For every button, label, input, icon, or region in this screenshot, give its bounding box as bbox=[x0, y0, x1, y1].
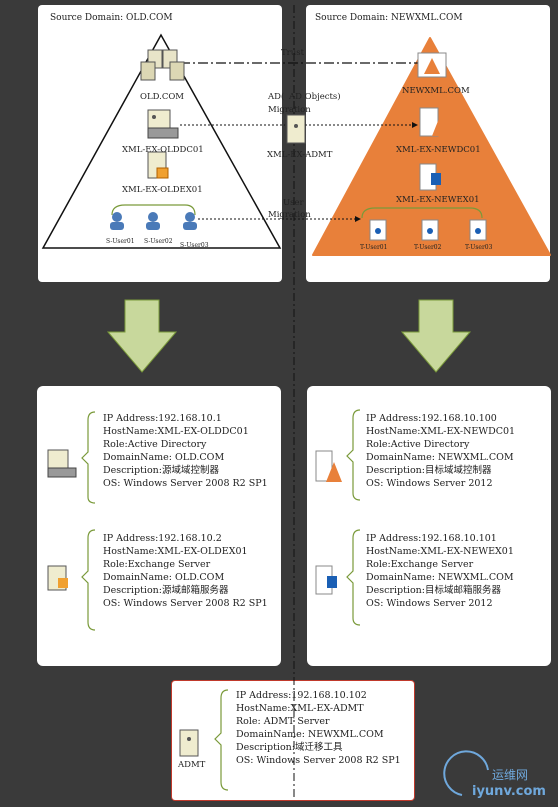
new-dc-card-icon bbox=[315, 450, 342, 482]
source-triangle bbox=[41, 33, 282, 249]
old-dc-card-icon bbox=[47, 449, 77, 478]
target-root-server-icon bbox=[417, 52, 447, 78]
target-user-2: T-User02 bbox=[414, 244, 442, 251]
admt-info-panel bbox=[171, 680, 415, 801]
ad-migration-label-1: AD Objects) bbox=[289, 92, 341, 102]
forest-root-server-icon bbox=[140, 49, 185, 81]
watermark-logo-icon bbox=[443, 750, 489, 796]
admt-card-icon bbox=[179, 729, 199, 757]
source-user-icons bbox=[110, 212, 197, 230]
target-user-3: T-User03 bbox=[465, 244, 493, 251]
source-user-3: S-User03 bbox=[180, 242, 209, 249]
admt-server-icon bbox=[286, 114, 306, 144]
admt-card-label: ADMT bbox=[178, 760, 206, 770]
target-triangle bbox=[312, 37, 551, 256]
watermark-url: iyunv.com bbox=[472, 784, 546, 799]
old-info-panel bbox=[37, 386, 281, 666]
down-arrow-right bbox=[400, 299, 472, 373]
target-dc-label: XML-EX-NEWDC01 bbox=[396, 145, 481, 155]
new-info-panel bbox=[307, 386, 551, 666]
target-ex-label: XML-EX-NEWEX01 bbox=[396, 195, 480, 205]
source-domain-title: Source Domain: OLD.COM bbox=[50, 13, 173, 23]
new-ex-server-icon bbox=[419, 163, 441, 191]
source-ex-label: XML-EX-OLDEX01 bbox=[122, 185, 203, 195]
ad-migration-label-a: AD( bbox=[268, 92, 285, 102]
old-ex-card-icon bbox=[47, 565, 68, 591]
source-root-label: OLD.COM bbox=[140, 92, 185, 102]
ad-migration-label-2: Migration bbox=[268, 105, 311, 115]
source-user-1: S-User01 bbox=[106, 238, 135, 245]
old-dc-server-icon bbox=[147, 109, 179, 139]
new-ex-card-icon bbox=[315, 565, 337, 595]
source-user-2: S-User02 bbox=[144, 238, 173, 245]
down-arrow-left bbox=[106, 299, 178, 373]
target-root-label: NEWXML.COM bbox=[402, 86, 470, 96]
old-ex-server-icon bbox=[147, 151, 169, 179]
user-migration-label-2: Migration bbox=[268, 210, 311, 220]
target-user-icons bbox=[369, 219, 487, 241]
new-dc-server-icon bbox=[419, 107, 448, 137]
target-user-1: T-User01 bbox=[360, 244, 388, 251]
user-migration-label-1: User bbox=[283, 198, 304, 208]
admt-label: XML-EX-ADMT bbox=[267, 150, 333, 160]
watermark-cn: 运维网 bbox=[492, 768, 529, 782]
source-dc-label: XML-EX-OLDDC01 bbox=[122, 145, 204, 155]
trust-label: Trust bbox=[281, 48, 304, 58]
target-domain-title: Source Domain: NEWXML.COM bbox=[315, 13, 463, 23]
